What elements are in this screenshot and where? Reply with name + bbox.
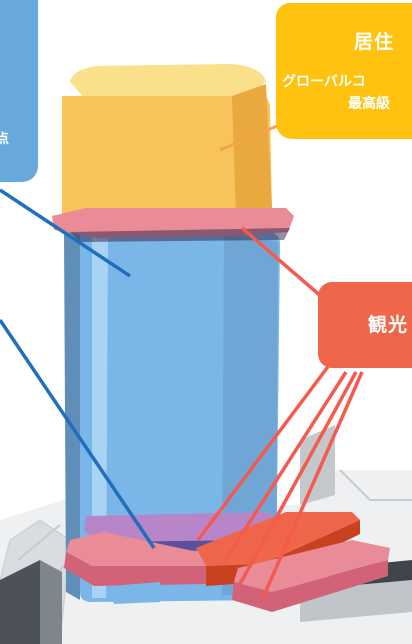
office-callout-text: 点 xyxy=(0,132,10,147)
residential-callout-box: 居住 グローバルコ 最高級 xyxy=(276,3,412,139)
leader-line-red-3 xyxy=(238,371,358,585)
leader-line-red-1 xyxy=(196,362,332,542)
right-building xyxy=(300,425,335,505)
adjacent-building-face xyxy=(40,560,62,644)
adjacent-building xyxy=(0,560,40,644)
residential-block-top xyxy=(70,64,266,100)
podium-orange-top xyxy=(196,512,360,566)
office-callout-box: 点 xyxy=(0,0,38,182)
residential-block-side xyxy=(232,84,272,218)
podium-left-top xyxy=(66,532,206,566)
sky-ring-shadow xyxy=(70,228,290,242)
podium-left-front xyxy=(64,552,206,586)
leader-line-blue-podium xyxy=(0,319,156,549)
residential-callout-title: 居住 xyxy=(354,31,395,53)
office-block-left-face xyxy=(64,228,80,600)
tourism-callout-box: 観光 xyxy=(318,282,412,368)
leader-line-red-ring xyxy=(240,226,332,306)
leader-line-red-2 xyxy=(222,371,348,563)
office-block-shade xyxy=(222,232,278,596)
residential-callout-line2: 最高級 xyxy=(348,96,390,112)
podium-right-front xyxy=(232,560,388,612)
tower-base-foot xyxy=(110,582,160,604)
tourism-callout-title: 観光 xyxy=(368,314,409,336)
leader-line-yellow xyxy=(219,122,283,152)
residential-block-front xyxy=(62,96,272,224)
residential-callout-line1: グローバルコ xyxy=(282,74,366,90)
leader-line-red-4 xyxy=(260,371,364,601)
office-block-highlight xyxy=(92,232,108,598)
leader-line-blue-office xyxy=(0,188,131,278)
